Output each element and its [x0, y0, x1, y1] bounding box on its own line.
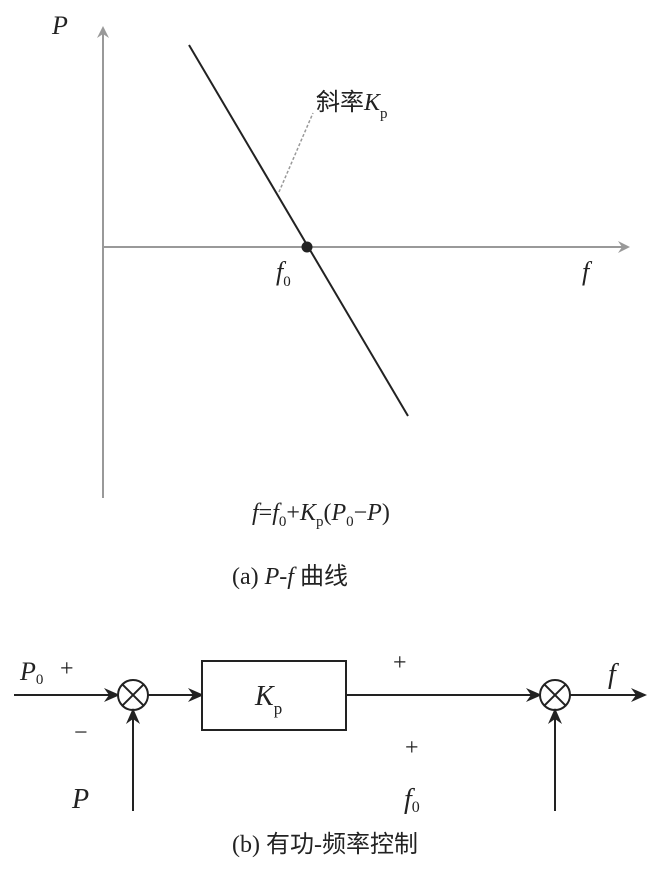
slope-leader — [278, 112, 314, 193]
gain-label: Kp — [254, 681, 282, 718]
input-p-sign: − — [74, 720, 88, 746]
f0-label: f0 — [276, 257, 291, 290]
input-p-label: P — [71, 784, 89, 815]
sum2-top-sign: + — [393, 650, 407, 676]
pf-plot: P f f0 斜率Kp f=f0+Kp(P0−P) (a) P-f 曲线 — [51, 11, 630, 590]
slope-label: 斜率Kp — [316, 89, 388, 122]
input-f0-label: f0 — [404, 784, 420, 816]
caption-b: (b) 有功-频率控制 — [232, 831, 418, 858]
block-diagram: P0 + − P Kp + + f0 f (b) 有功-频率控制 — [14, 650, 647, 858]
caption-a: (a) P-f 曲线 — [232, 563, 348, 590]
output-f-label: f — [608, 659, 619, 690]
gain-block — [201, 660, 347, 731]
input-p0-label: P0 — [19, 657, 43, 688]
x-axis-label: f — [582, 257, 593, 286]
summing-junction-2 — [539, 679, 571, 711]
f0-point — [301, 241, 313, 253]
summing-junction-1 — [117, 679, 149, 711]
sum2-bottom-sign: + — [405, 735, 419, 761]
y-axis-label: P — [51, 11, 68, 40]
equation: f=f0+Kp(P0−P) — [252, 500, 390, 530]
input-p0-sign: + — [60, 656, 74, 682]
droop-line — [188, 44, 409, 417]
